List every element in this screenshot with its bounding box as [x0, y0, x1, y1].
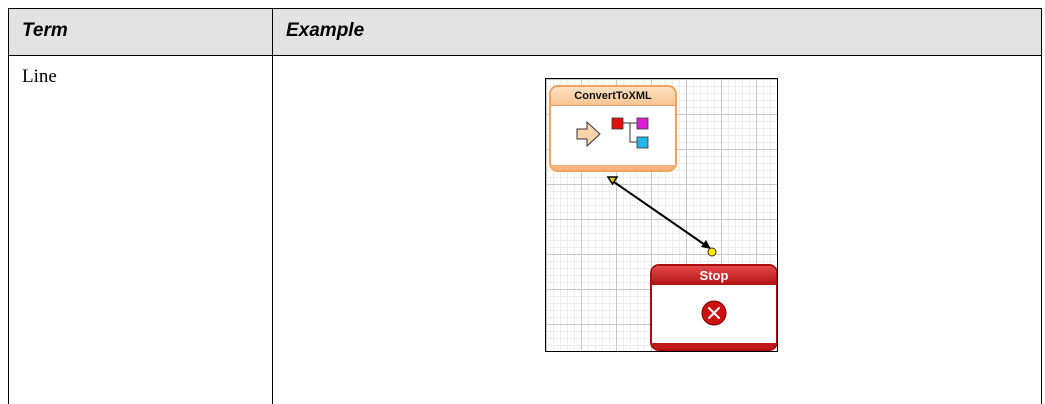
term-cell-text: Line	[22, 66, 57, 87]
convert-to-xml-node-title: ConvertToXML	[551, 87, 675, 106]
connector-segment	[613, 181, 709, 248]
connector-end-handle	[707, 247, 717, 257]
header-cell-example: Example	[273, 8, 1042, 56]
table-right-border	[1041, 56, 1042, 404]
convert-to-xml-node-footer	[551, 165, 675, 170]
stop-icon	[701, 300, 727, 326]
stop-node[interactable]: Stop	[650, 264, 777, 351]
connector-line[interactable]	[546, 79, 778, 352]
convert-to-xml-node[interactable]: ConvertToXML	[549, 85, 677, 172]
header-example-label: Example	[286, 20, 365, 41]
connector-start-marker	[606, 176, 619, 186]
table-left-border	[8, 56, 9, 404]
header-term-label: Term	[22, 20, 68, 41]
connector-arrowhead	[701, 240, 711, 249]
convert-to-xml-icon	[576, 117, 649, 149]
example-diagram: ConvertToXML Stop	[545, 78, 778, 352]
stop-node-footer	[652, 343, 776, 349]
header-cell-term: Term	[8, 8, 273, 56]
table-column-divider	[272, 56, 273, 404]
stop-node-title: Stop	[652, 266, 776, 285]
